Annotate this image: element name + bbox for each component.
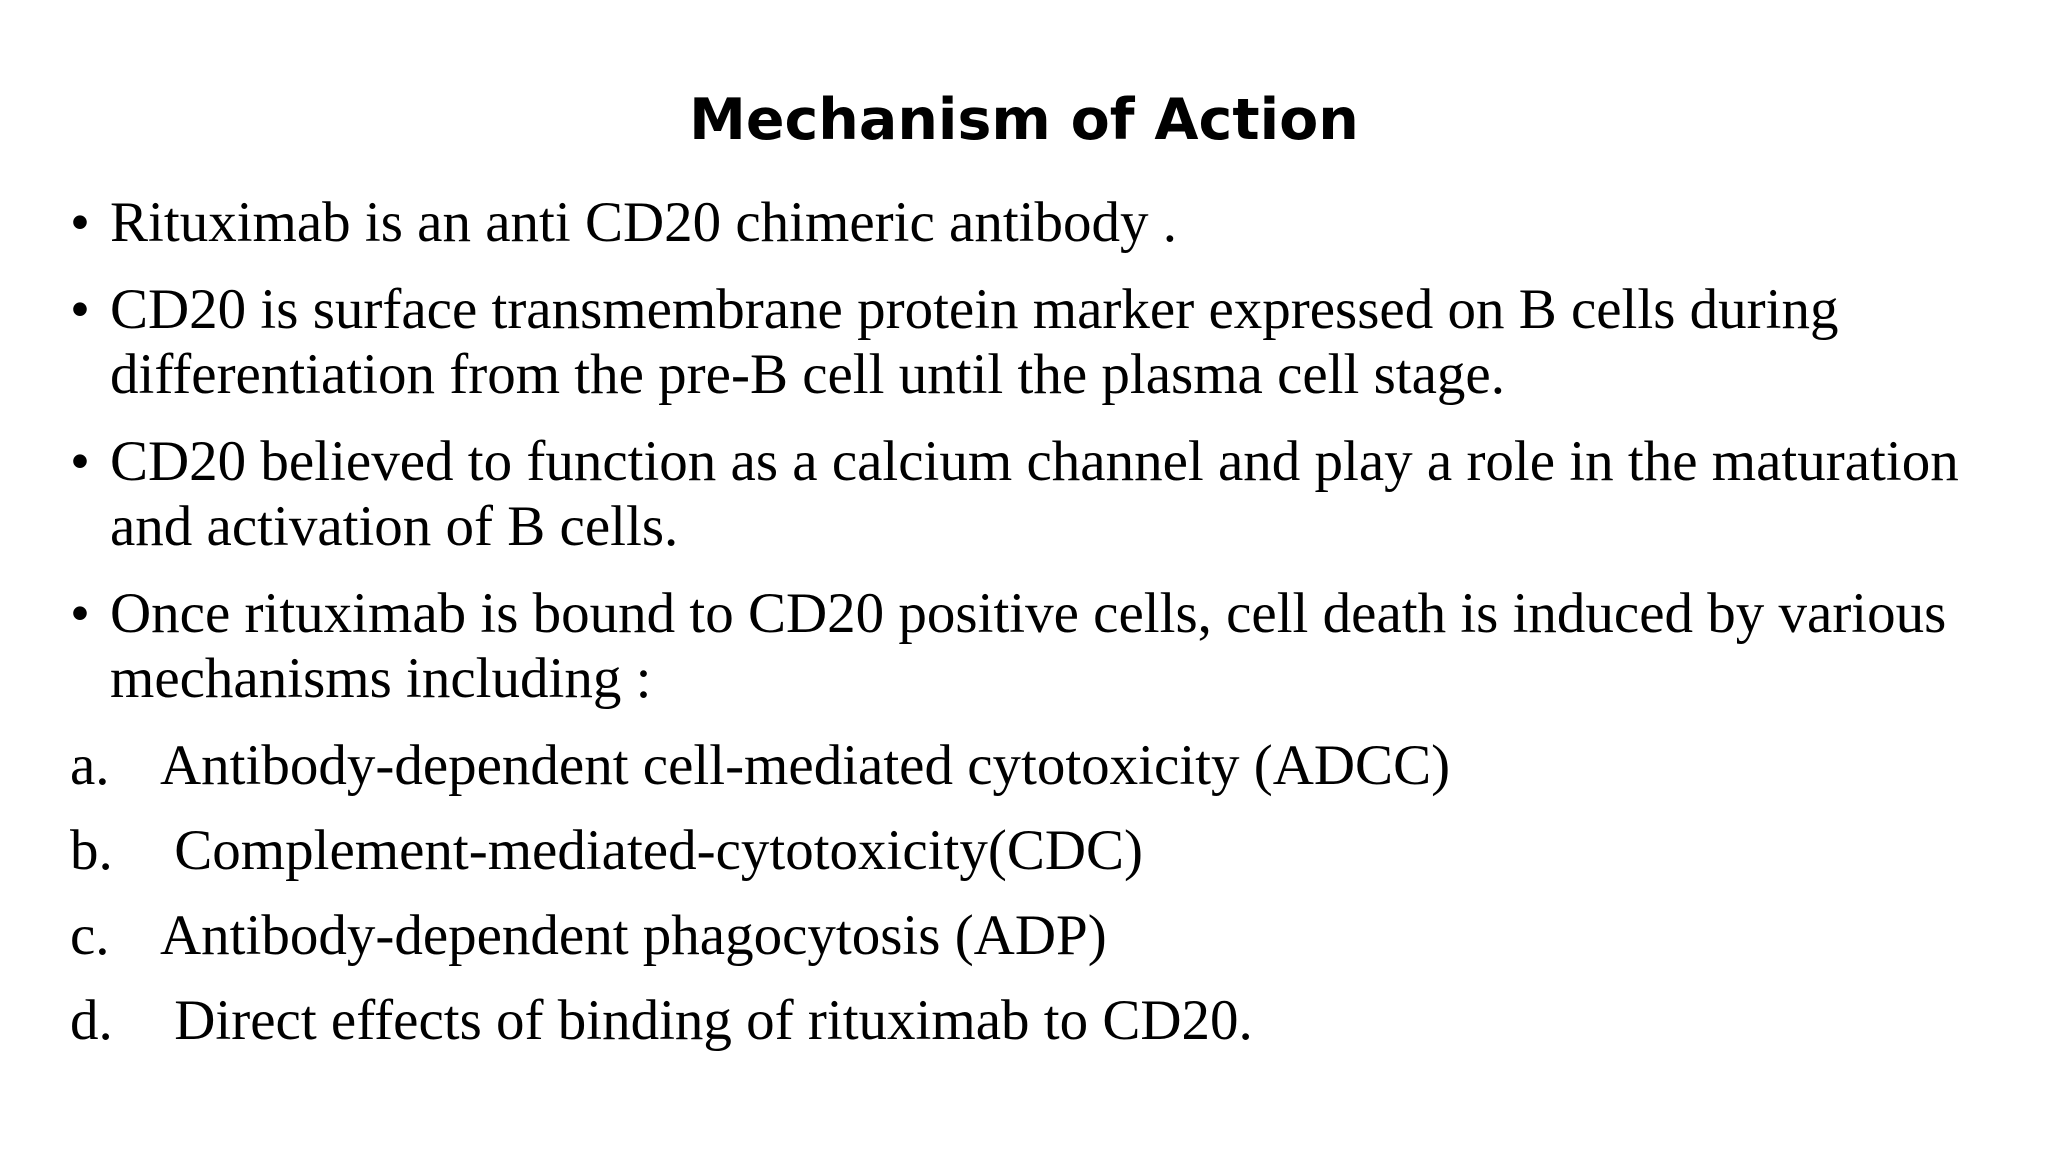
bullet-icon: • [70,278,90,341]
bullet-icon: • [70,430,90,493]
mechanism-text: Antibody-dependent cell-mediated cytotox… [160,734,1451,797]
mechanism-text: Direct effects of binding of rituximab t… [160,989,1253,1052]
mechanism-letter: b. [70,819,113,882]
bullet-text: CD20 is surface transmembrane protein ma… [110,278,1839,406]
bullet-text: CD20 believed to function as a calcium c… [110,430,1959,558]
mechanism-letter: a. [70,734,110,797]
mechanism-text: Complement-mediated-cytotoxicity(CDC) [160,819,1144,882]
mechanism-letter: d. [70,989,113,1052]
bullet-item-2: • CD20 is surface transmembrane protein … [70,277,1990,407]
slide-title: Mechanism of Action [689,87,1359,153]
bullet-item-1: • Rituximab is an anti CD20 chimeric ant… [70,190,1990,255]
bullet-item-4: • Once rituximab is bound to CD20 positi… [70,581,1990,711]
bullet-text: Rituximab is an anti CD20 chimeric antib… [110,191,1177,254]
mechanism-item-a: a. Antibody-dependent cell-mediated cytot… [70,733,1990,798]
slide-content: • Rituximab is an anti CD20 chimeric ant… [70,190,1990,1073]
bullet-item-3: • CD20 believed to function as a calcium… [70,429,1990,559]
mechanism-item-c: c. Antibody-dependent phagocytosis (ADP) [70,903,1990,968]
mechanism-item-b: b. Complement-mediated-cytotoxicity(CDC) [70,818,1990,883]
bullet-icon: • [70,582,90,645]
bullet-text: Once rituximab is bound to CD20 positive… [110,582,1947,710]
mechanism-letter: c. [70,904,110,967]
mechanism-text: Antibody-dependent phagocytosis (ADP) [160,904,1107,967]
bullet-icon: • [70,191,90,254]
mechanism-item-d: d. Direct effects of binding of rituxima… [70,988,1990,1053]
